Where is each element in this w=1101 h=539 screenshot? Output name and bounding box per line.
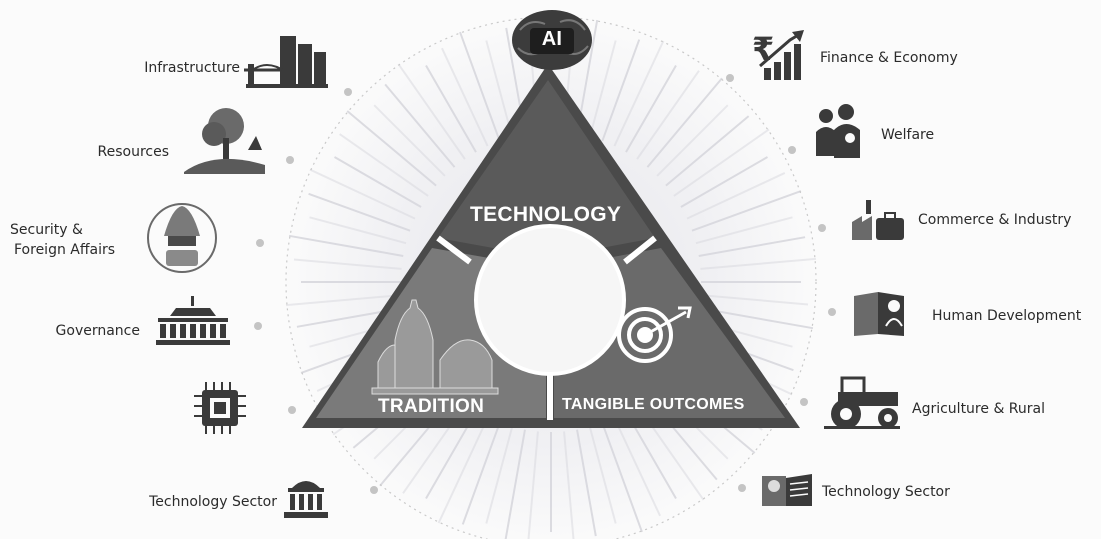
rupee-growth-chart-icon: ₹ xyxy=(752,30,804,80)
technology-section xyxy=(438,80,655,258)
ai-brain-badge xyxy=(512,10,592,70)
technology-sector-right-label: Technology Sector xyxy=(822,484,950,500)
infrastructure-label: Infrastructure xyxy=(144,60,240,76)
commerce-industry-label: Commerce & Industry xyxy=(918,212,1072,228)
temple-illustration xyxy=(371,299,499,395)
portrait-book-icon xyxy=(762,474,812,506)
core-triangle xyxy=(302,64,800,428)
welfare-label: Welfare xyxy=(881,127,935,143)
target-illustration xyxy=(617,306,692,363)
orbit-connector-dots xyxy=(254,74,836,494)
orbit-dot xyxy=(788,146,796,154)
technology-sector-left-label: Technology Sector xyxy=(149,494,277,510)
agriculture-rural-label: Agriculture & Rural xyxy=(912,401,1046,417)
family-icon xyxy=(816,104,860,158)
center-circle xyxy=(474,224,626,376)
resources-label: Resources xyxy=(97,144,170,160)
orbit-dot xyxy=(818,224,826,232)
ai-badge-label: AI xyxy=(541,28,563,50)
book-person-icon xyxy=(854,292,904,336)
orbit-dot xyxy=(726,74,734,82)
governance-label: Governance xyxy=(55,323,140,339)
parliament-building-icon xyxy=(156,296,230,345)
human-development-label: Human Development xyxy=(932,308,1082,324)
national-emblem-icon xyxy=(147,203,217,273)
orbit-dot xyxy=(254,322,262,330)
technology-label: TECHNOLOGY xyxy=(470,203,622,226)
orbit-dot xyxy=(370,486,378,494)
tractor-icon xyxy=(824,376,900,429)
orbit-dot xyxy=(286,156,294,164)
tree-landscape-icon xyxy=(184,108,265,174)
orbit-dot xyxy=(344,88,352,96)
tradition-label: TRADITION xyxy=(378,396,485,417)
finance-economy-label: Finance & Economy xyxy=(820,50,958,66)
orbit-dot xyxy=(256,239,264,247)
orbit-dot xyxy=(288,406,296,414)
microchip-icon xyxy=(194,382,246,434)
factory-briefcase-icon xyxy=(852,200,904,240)
orbit-dot xyxy=(828,308,836,316)
government-building-icon xyxy=(284,481,328,518)
orbit-dot xyxy=(800,398,808,406)
bridge-buildings-icon xyxy=(244,36,328,88)
orbit-dot xyxy=(738,484,746,492)
tangible-outcomes-label: TANGIBLE OUTCOMES xyxy=(562,396,745,413)
security-label-line2: Foreign Affairs xyxy=(14,242,116,258)
security-label-line1: Security & xyxy=(10,222,83,238)
